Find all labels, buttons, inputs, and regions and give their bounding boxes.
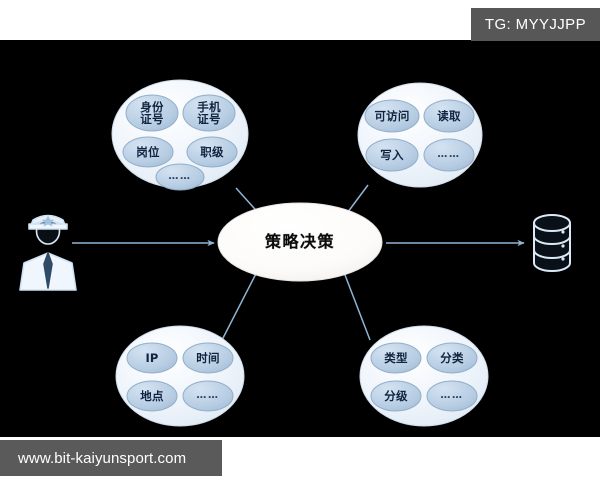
- pill-location: [126, 380, 178, 412]
- diagram-vector-layer: [19, 79, 571, 427]
- cluster-object-attributes[interactable]: [359, 325, 489, 427]
- pill-rank: [186, 136, 238, 168]
- cluster-subject-attributes[interactable]: [111, 79, 249, 191]
- pill-accessible: [364, 99, 420, 133]
- bottom-white-strip: www.bit-kaiyunsport.com: [0, 437, 600, 480]
- pill-type: [370, 342, 422, 374]
- top-white-strip: TG: MYYJJPP: [0, 0, 600, 41]
- pill-grading: [370, 380, 422, 412]
- pill-more: [182, 380, 234, 412]
- cluster-action-attributes[interactable]: [357, 82, 483, 188]
- database-cylinder-icon: [533, 214, 571, 272]
- officer-person-icon: [19, 214, 77, 291]
- pill-ip: [126, 342, 178, 374]
- pill-read: [423, 99, 475, 133]
- pill-id-number: [125, 94, 179, 132]
- pill-post: [122, 136, 174, 168]
- watermark-label: www.bit-kaiyunsport.com: [0, 440, 222, 476]
- pill-more: [155, 163, 205, 191]
- tg-badge: TG: MYYJJPP: [470, 8, 600, 41]
- pill-classification: [426, 342, 478, 374]
- diagram-canvas: 策略决策 身份 证号 手机 证号 岗位 职级 …… 可访问 读取 写入 …… I…: [0, 40, 600, 437]
- pill-more: [423, 138, 475, 172]
- connector-arrows: [72, 184, 525, 341]
- pill-phone-number: [182, 94, 236, 132]
- pill-write: [365, 138, 419, 172]
- center-node-policy-decision[interactable]: [217, 202, 383, 282]
- pill-time: [182, 342, 234, 374]
- cluster-environment-attributes[interactable]: [115, 325, 245, 427]
- pill-more: [426, 380, 478, 412]
